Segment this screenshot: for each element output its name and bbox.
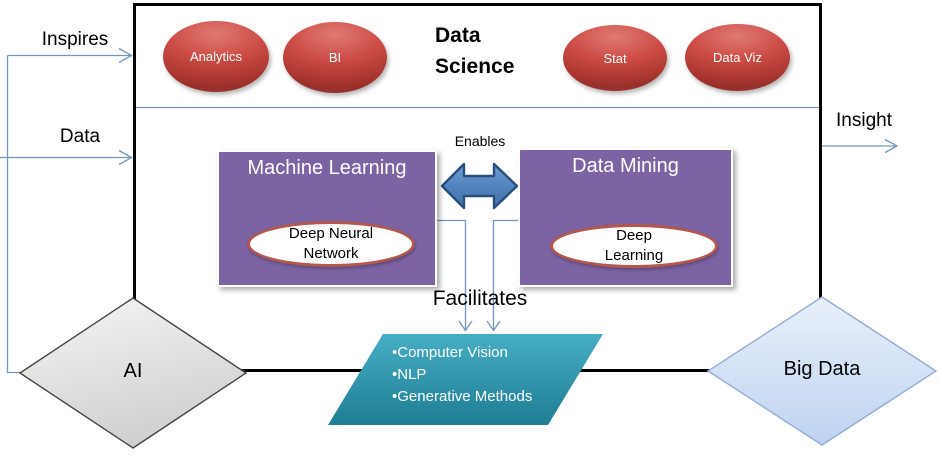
machine-learning-title: Machine Learning [247, 157, 407, 179]
ellipse-data-viz-label: Data Viz [713, 50, 762, 65]
facilitates-arrowhead-left-icon [458, 320, 473, 332]
big-data-label: Big Data [783, 358, 861, 380]
insight-arrowhead-icon [884, 138, 899, 154]
deep-neural-network-label: Deep Neural Network [288, 225, 374, 262]
ai-diamond-shape [18, 297, 248, 449]
inspires-arrowhead-icon [118, 47, 133, 64]
ellipse-stat-label: Stat [603, 50, 627, 66]
facilitates-arrowhead-right-icon [486, 320, 501, 332]
deep-learning-ellipse: Deep Learning [550, 224, 718, 268]
ai-feedback-connector-line [6, 55, 20, 374]
diagram-title: Data Science [435, 24, 515, 78]
applications-list: •Computer Vision •NLP •Generative Method… [392, 342, 572, 408]
applications-parallelogram-shape [328, 334, 603, 425]
enables-label: Enables [454, 133, 506, 149]
deep-neural-network-ellipse: Deep Neural Network [247, 221, 415, 267]
facilitates-label: Facilitates [432, 287, 528, 310]
list-item: •Generative Methods [392, 388, 533, 405]
insight-label: Insight [836, 110, 892, 131]
list-item: •Computer Vision [392, 344, 508, 361]
list-item: •NLP [392, 366, 427, 383]
data-label: Data [59, 126, 101, 147]
ellipse-bi: BI [283, 22, 387, 93]
ellipse-analytics: Analytics [163, 21, 269, 92]
facilitates-connector-left-line [437, 219, 467, 329]
facilitates-connector-right-line [492, 219, 518, 329]
machine-learning-box: Machine Learning [217, 150, 437, 287]
data-mining-title: Data Mining [572, 155, 679, 177]
ellipse-data-viz: Data Viz [685, 24, 790, 91]
inspires-label: Inspires [41, 29, 109, 50]
deep-learning-label: Deep Learning [604, 227, 664, 264]
enables-double-arrow-icon [440, 162, 519, 210]
ellipse-stat: Stat [563, 25, 667, 91]
ellipse-analytics-label: Analytics [189, 49, 243, 64]
ai-label: AI [123, 360, 143, 382]
ellipse-bi-label: BI [328, 50, 342, 65]
data-arrowhead-icon [118, 149, 133, 166]
big-data-diamond-shape [706, 296, 938, 446]
